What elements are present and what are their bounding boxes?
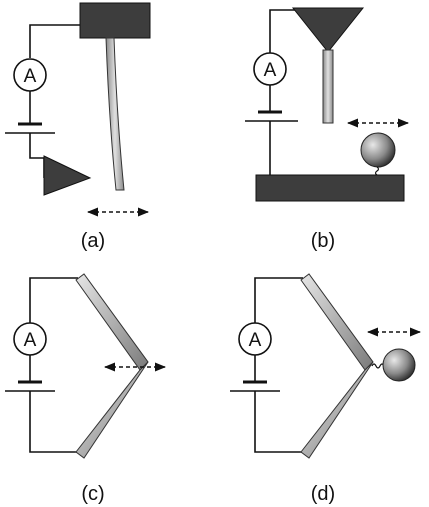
ammeter-d-label: A bbox=[249, 330, 262, 351]
probe-rod-b bbox=[322, 49, 334, 124]
electrode-upper-c bbox=[75, 273, 149, 371]
caption-c: (c) bbox=[81, 483, 104, 505]
wire-a-top bbox=[29, 24, 80, 58]
caption-a: (a) bbox=[81, 230, 105, 252]
sphere-d bbox=[382, 348, 416, 382]
battery-a bbox=[5, 122, 55, 134]
ammeter-a-label: A bbox=[24, 66, 37, 87]
wire-a-bottom bbox=[29, 133, 45, 178]
caption-b: (b) bbox=[311, 230, 335, 252]
tip-triangle-a bbox=[43, 155, 92, 196]
panel-a: A (a) bbox=[5, 2, 151, 252]
wire-b-top bbox=[269, 9, 300, 53]
wire-d-top bbox=[254, 277, 303, 323]
battery-c bbox=[5, 380, 55, 392]
panel-d: A (d) bbox=[230, 273, 422, 505]
electrode-upper-d bbox=[300, 273, 374, 371]
tip-funnel-b bbox=[291, 7, 365, 53]
electrode-lower-c bbox=[75, 361, 149, 459]
ammeter-c-label: A bbox=[24, 330, 37, 351]
battery-b bbox=[245, 110, 298, 122]
cantilever-rod-a bbox=[105, 37, 125, 191]
ammeter-b-label: A bbox=[264, 60, 277, 81]
substrate-b bbox=[255, 174, 405, 202]
battery-d bbox=[230, 380, 280, 392]
panel-c: A (c) bbox=[5, 273, 167, 505]
sphere-b bbox=[360, 132, 396, 168]
spring-d bbox=[371, 363, 385, 369]
caption-d: (d) bbox=[311, 483, 335, 505]
panel-b: A (b) bbox=[245, 7, 410, 252]
holder-block-a bbox=[79, 2, 151, 39]
wire-d-bottom bbox=[254, 391, 303, 453]
wire-c-bottom bbox=[29, 391, 78, 453]
wire-c-top bbox=[29, 277, 78, 323]
electrode-lower-d bbox=[300, 361, 374, 459]
